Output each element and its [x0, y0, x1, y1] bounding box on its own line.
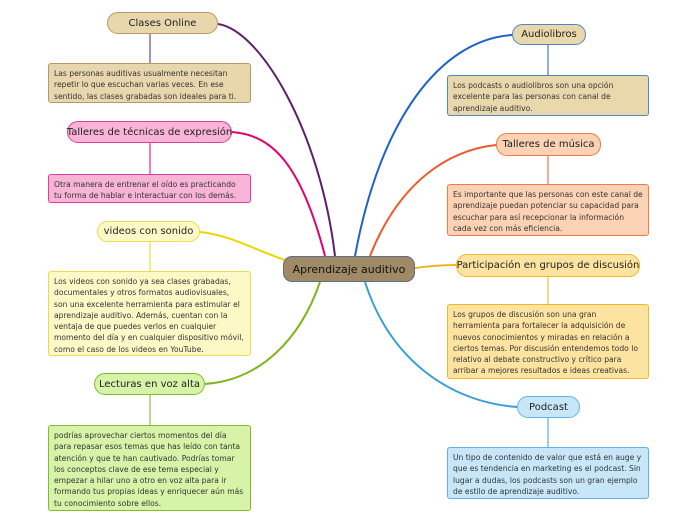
link-participacion	[414, 264, 457, 269]
topic-label: videos con sonido	[103, 226, 194, 237]
topic-label: Audiolibros	[521, 29, 577, 40]
topic-clases-online[interactable]: Clases Online	[107, 12, 218, 34]
note-text: Es importante que las personas con este …	[453, 190, 643, 233]
link-talleres-expresion	[231, 131, 326, 257]
note-text: Los podcasts o audiolibros son una opció…	[453, 81, 614, 113]
note-podcast: Un tipo de contenido de valor que está e…	[447, 447, 649, 499]
link-lecturas	[204, 281, 321, 385]
note-text: Otra manera de entrenar el oído es pract…	[54, 180, 237, 201]
topic-label: Clases Online	[128, 17, 197, 29]
note-text: Un tipo de contenido de valor que está e…	[453, 453, 642, 496]
note-talleres-expresion: Otra manera de entrenar el oído es pract…	[48, 174, 251, 203]
link-podcast	[364, 281, 518, 408]
note-clases-online: Las personas auditivas usualmente necesi…	[48, 63, 251, 103]
topic-audiolibros[interactable]: Audiolibros	[512, 24, 586, 45]
topic-lecturas-voz-alta[interactable]: Lecturas en voz alta	[94, 373, 205, 395]
note-text: Los videos con sonido ya sea clases grab…	[54, 277, 244, 354]
topic-podcast[interactable]: Podcast	[517, 396, 580, 418]
link-audiolibros	[354, 34, 513, 257]
note-audiolibros: Los podcasts o audiolibros son una opció…	[447, 75, 649, 116]
link-videos-sonido	[199, 231, 286, 261]
link-clases-online	[217, 23, 336, 257]
topic-label: Participación en grupos de discusión	[456, 260, 640, 271]
note-participacion-grupos: Los grupos de discusión son una gran her…	[447, 304, 649, 379]
note-text: Las personas auditivas usualmente necesi…	[54, 69, 237, 101]
central-topic[interactable]: Aprendizaje auditivo	[283, 256, 415, 282]
topic-talleres-expresion[interactable]: Talleres de técnicas de expresión	[67, 121, 232, 143]
note-talleres-musica: Es importante que las personas con este …	[447, 184, 649, 236]
topic-label: Lecturas en voz alta	[98, 378, 201, 390]
topic-videos-sonido[interactable]: videos con sonido	[97, 221, 200, 242]
note-text: Los grupos de discusión son una gran her…	[453, 310, 638, 376]
topic-label: Talleres de técnicas de expresión	[66, 126, 233, 138]
link-talleres-musica	[369, 144, 497, 257]
topic-talleres-musica[interactable]: Talleres de música	[496, 133, 601, 156]
topic-participacion-grupos[interactable]: Participación en grupos de discusión	[456, 254, 640, 277]
note-lecturas-voz-alta: podrías aprovechar ciertos momentos del …	[48, 425, 251, 511]
topic-label: Podcast	[529, 401, 568, 413]
topic-label: Talleres de música	[502, 139, 595, 150]
note-videos-sonido: Los videos con sonido ya sea clases grab…	[48, 271, 251, 356]
central-topic-label: Aprendizaje auditivo	[292, 262, 406, 276]
note-text: podrías aprovechar ciertos momentos del …	[54, 431, 244, 508]
